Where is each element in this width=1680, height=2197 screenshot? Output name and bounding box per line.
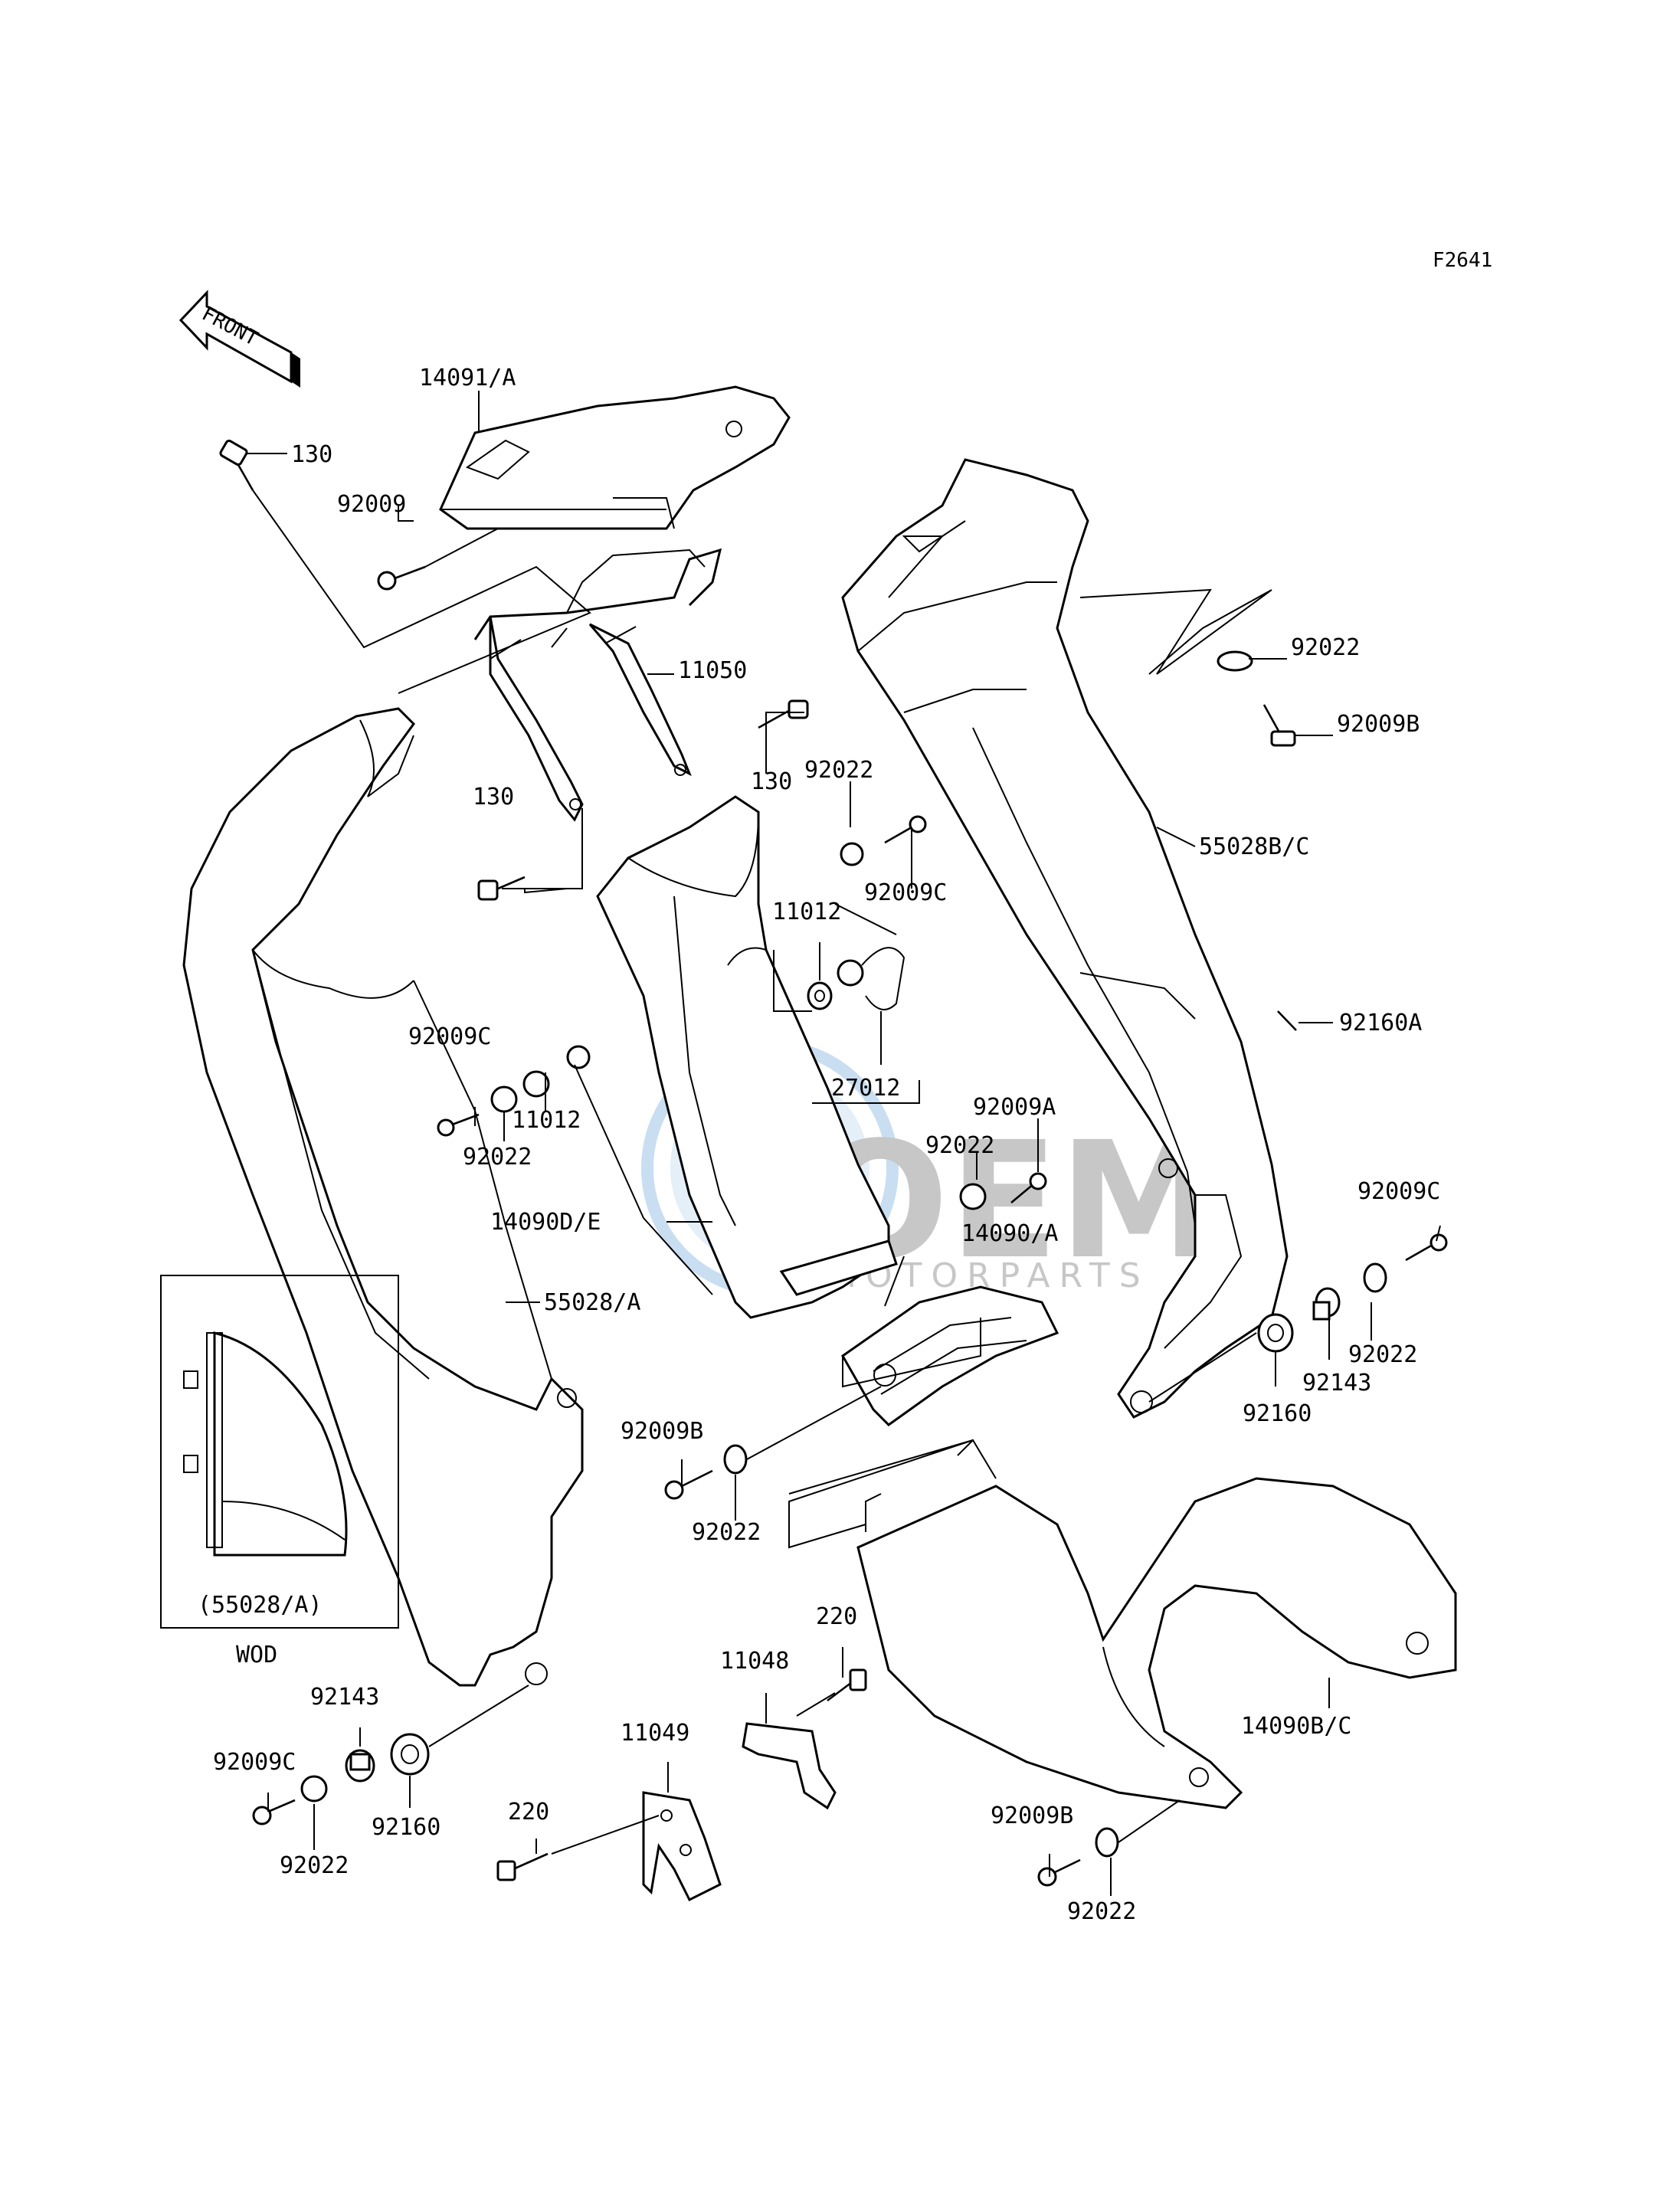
label-92022-center: 92022: [804, 757, 873, 784]
label-92160a: 92160A: [1339, 1010, 1422, 1036]
label-92009-top: 92009: [337, 491, 406, 518]
screw-92009c-right: [1405, 1233, 1448, 1262]
label-92009c-left: 92009C: [408, 1023, 491, 1050]
bracket-11049: [642, 1791, 722, 1902]
label-92022-left: 92022: [463, 1144, 532, 1171]
bolt-220-top: [827, 1668, 867, 1702]
bracket-11048: [742, 1722, 837, 1810]
label-55028bc: 55028B/C: [1199, 833, 1310, 860]
inset-caption: (55028/A): [198, 1592, 323, 1619]
washer-92022-low: [723, 1444, 748, 1475]
inset-box: (55028/A) WOD: [160, 1275, 399, 1668]
screw-92009c-bot: [252, 1799, 296, 1825]
label-92009a: 92009A: [973, 1094, 1056, 1121]
screw-92009c-left: [437, 1113, 480, 1137]
label-92143-left: 92143: [310, 1684, 379, 1711]
washer-92022-center: [840, 842, 864, 866]
bolt-130-left: [477, 876, 526, 901]
screw-92009c-center: [884, 815, 927, 844]
label-92009c-bot: 92009C: [213, 1749, 296, 1776]
label-11050: 11050: [678, 657, 747, 684]
label-130-mid: 130: [751, 768, 792, 795]
label-11048: 11048: [720, 1648, 789, 1675]
label-92009b-mid: 92009B: [621, 1418, 703, 1445]
screw-92009-top: [377, 565, 426, 591]
label-11049: 11049: [621, 1720, 689, 1747]
washer-92022-top-r: [1217, 650, 1253, 672]
label-14091a: 14091/A: [419, 365, 516, 391]
part-labels: 14091/A 130 92009 11050 130 92022 92009B…: [213, 365, 1440, 1925]
label-92022-low: 92022: [692, 1519, 761, 1546]
label-92022-bot-right: 92022: [1067, 1898, 1136, 1925]
inset-variant: WOD: [236, 1642, 277, 1668]
label-92009b-bot: 92009B: [991, 1802, 1073, 1829]
label-92160-left: 92160: [372, 1814, 440, 1841]
collar-92143-left: [345, 1749, 375, 1783]
label-92009c-center: 92009C: [864, 879, 947, 906]
label-92022-top-r: 92022: [1291, 634, 1360, 661]
clip-92160a: [1277, 1010, 1297, 1031]
washer-92022-bot-right: [1095, 1827, 1119, 1858]
side-cover-55028bc: [841, 458, 1289, 1419]
washer-11012-center: [807, 981, 833, 1010]
label-130-left: 130: [473, 784, 514, 810]
label-14090de: 14090D/E: [490, 1209, 601, 1236]
washer-92022-right: [1363, 1262, 1387, 1293]
label-130-top: 130: [291, 441, 332, 468]
washer-11012-left: [522, 1045, 591, 1098]
panel-14090a: [841, 1285, 1059, 1426]
leader-lines: [247, 391, 1441, 1896]
screw-92009b-top-r: [1262, 704, 1296, 747]
collar-92143-right: [1312, 1287, 1341, 1321]
grommet-92160-right: [1257, 1313, 1294, 1353]
label-11012-center: 11012: [772, 899, 841, 925]
label-11012-left: 11012: [512, 1107, 581, 1134]
label-92022-mid: 92022: [925, 1132, 994, 1159]
label-92022-bot-left: 92022: [280, 1852, 349, 1879]
label-27012: 27012: [831, 1075, 900, 1102]
front-arrow-icon: FRONT: [178, 290, 300, 388]
fender-14090bc: [856, 1439, 1457, 1809]
bolt-130-top: [219, 439, 254, 491]
label-220-bot: 220: [508, 1799, 549, 1825]
label-92022-right: 92022: [1348, 1341, 1417, 1368]
label-92143-right: 92143: [1302, 1370, 1371, 1396]
label-92009b-top-r: 92009B: [1337, 711, 1420, 738]
grommet-92160-left: [390, 1733, 430, 1776]
label-220-top: 220: [816, 1603, 857, 1630]
bracket-11050: [473, 548, 722, 822]
cover-14091a: [439, 385, 791, 530]
label-92009c-right: 92009C: [1357, 1178, 1440, 1205]
screw-92009b-bot: [1037, 1858, 1081, 1887]
label-92160-right: 92160: [1243, 1400, 1312, 1427]
figure-code: F2641: [1433, 249, 1492, 272]
label-55028a: 55028/A: [544, 1289, 640, 1316]
washer-92022-bot-left: [300, 1775, 328, 1802]
washer-92022-mid: [959, 1183, 987, 1210]
screw-92009a: [1010, 1172, 1047, 1203]
screw-92009b-mid: [664, 1469, 713, 1500]
inner-panel-14090de: [596, 795, 898, 1319]
label-14090bc: 14090B/C: [1241, 1713, 1352, 1740]
bolt-220-bot: [496, 1852, 549, 1881]
clip-27012: [837, 947, 905, 1010]
label-14090a: 14090/A: [961, 1220, 1058, 1247]
